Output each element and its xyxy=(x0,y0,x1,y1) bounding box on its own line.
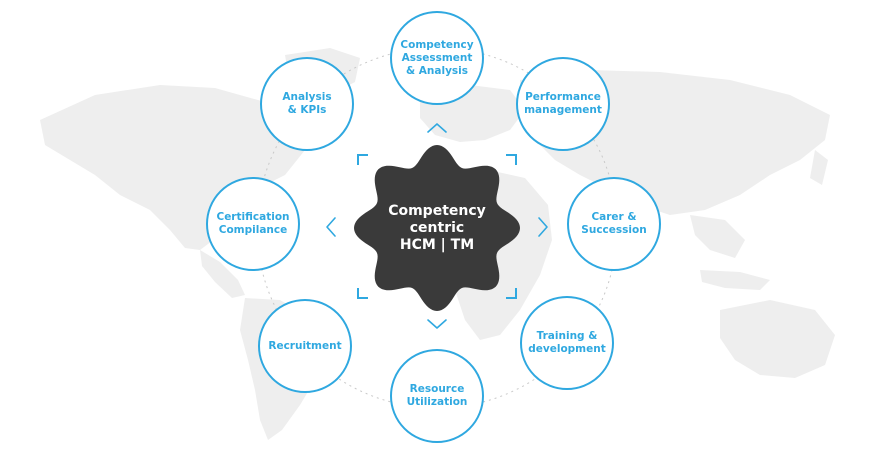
node-competency-assessment[interactable]: Competency Assessment & Analysis xyxy=(390,11,484,105)
corner-bracket-top-right xyxy=(506,154,517,165)
corner-bracket-top-left xyxy=(357,154,368,165)
node-training-development[interactable]: Training & development xyxy=(520,296,614,390)
node-carer-succession[interactable]: Carer & Succession xyxy=(567,177,661,271)
node-resource-utilization[interactable]: Resource Utilization xyxy=(390,349,484,443)
node-certification-compliance[interactable]: Certification Compilance xyxy=(206,177,300,271)
chevron-up-icon xyxy=(427,123,447,133)
chevron-right-icon xyxy=(538,217,548,237)
chevron-down-icon xyxy=(427,319,447,329)
corner-bracket-bottom-left xyxy=(357,288,368,299)
node-label: Certification Compilance xyxy=(216,211,290,236)
center-label: Competency centric HCM | TM xyxy=(388,202,486,253)
corner-bracket-icon xyxy=(357,154,517,299)
corner-bracket-bottom-right xyxy=(506,288,517,299)
node-label: Analysis & KPIs xyxy=(282,91,332,116)
chevron-left-icon xyxy=(326,217,336,237)
node-label: Resource Utilization xyxy=(406,383,468,408)
node-label: Competency Assessment & Analysis xyxy=(400,38,474,77)
node-analysis-kpis[interactable]: Analysis & KPIs xyxy=(260,57,354,151)
node-performance-management[interactable]: Performance management xyxy=(516,57,610,151)
center-badge xyxy=(354,145,520,311)
node-label: Performance management xyxy=(524,91,602,116)
node-label: Recruitment xyxy=(268,339,342,352)
node-label: Carer & Succession xyxy=(581,211,647,236)
node-label: Training & development xyxy=(528,330,606,355)
node-recruitment[interactable]: Recruitment xyxy=(258,299,352,393)
